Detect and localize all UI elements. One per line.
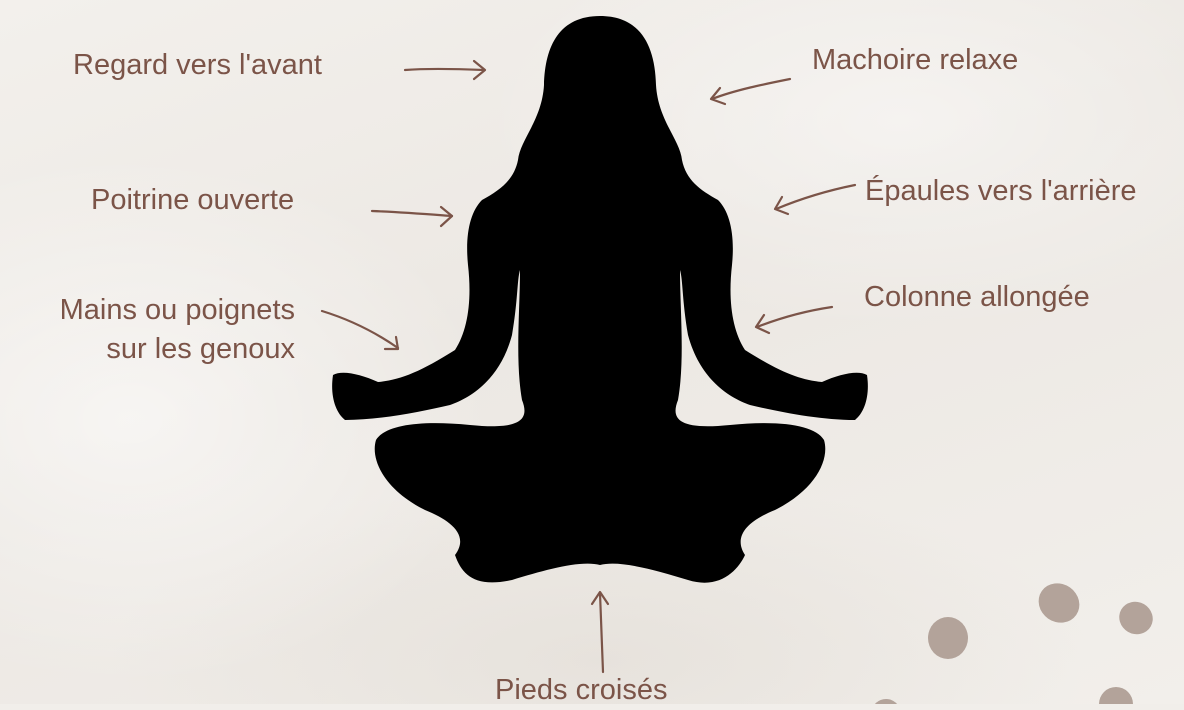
decorative-dot xyxy=(1031,575,1087,630)
label-epaules: Épaules vers l'arrière xyxy=(865,172,1136,211)
arrow-mains xyxy=(322,311,398,349)
meditation-silhouette xyxy=(332,16,868,583)
decorative-dot xyxy=(872,699,900,704)
label-mains-line2: sur les genoux xyxy=(8,330,295,369)
label-regard: Regard vers l'avant xyxy=(73,46,322,85)
label-pieds: Pieds croisés xyxy=(495,671,667,710)
label-machoire: Machoire relaxe xyxy=(812,41,1018,80)
arrow-poitrine xyxy=(372,207,452,226)
label-mains-line1: Mains ou poignets xyxy=(8,291,295,330)
decorative-dot xyxy=(1113,596,1158,641)
arrow-machoire xyxy=(711,79,790,104)
label-poitrine: Poitrine ouverte xyxy=(91,181,294,220)
arrow-epaules xyxy=(775,185,855,214)
arrow-colonne xyxy=(756,307,832,333)
label-mains: Mains ou poignets sur les genoux xyxy=(8,291,295,369)
arrow-regard xyxy=(405,61,485,79)
arrow-pieds xyxy=(592,592,608,672)
decorative-dot xyxy=(928,617,968,659)
decorative-dot xyxy=(1099,687,1133,704)
label-colonne: Colonne allongée xyxy=(864,278,1090,317)
